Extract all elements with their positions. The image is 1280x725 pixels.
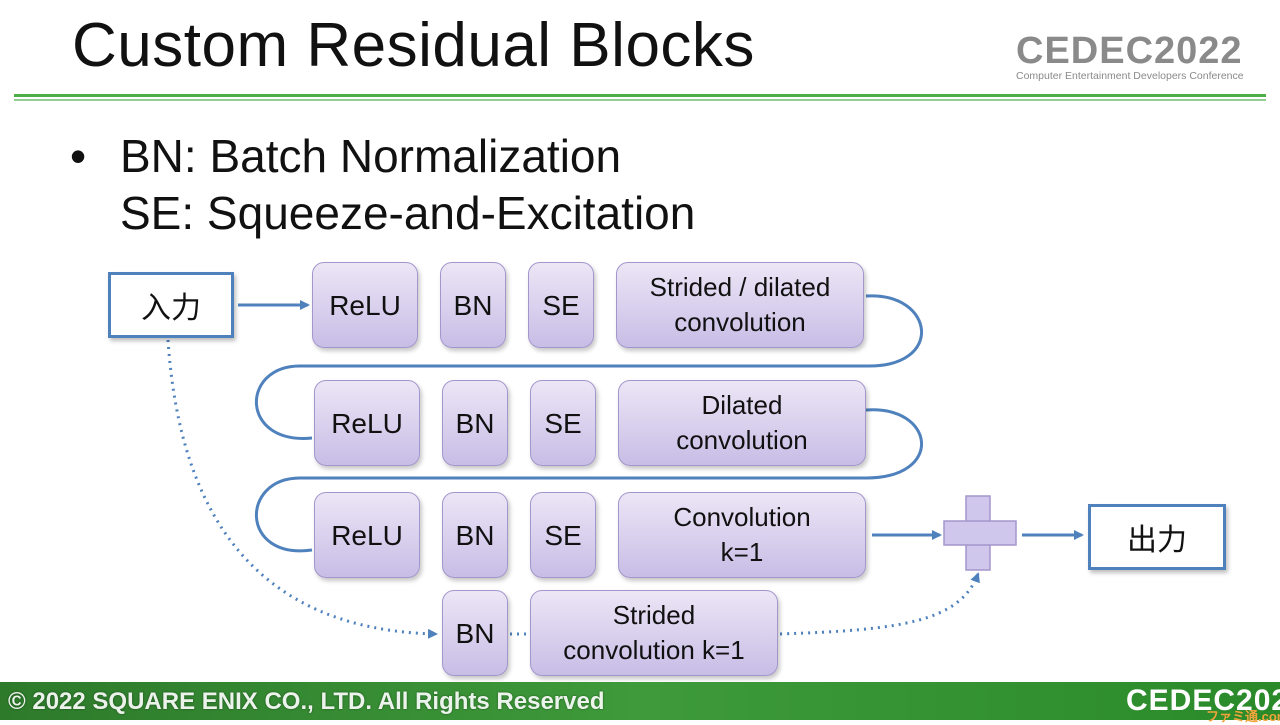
row3-relu-block: ReLU xyxy=(314,492,420,578)
row1-bn-block: BN xyxy=(440,262,506,348)
row1-se-block: SE xyxy=(528,262,594,348)
footer-logo: CEDEC2022 xyxy=(1126,684,1280,717)
row2-relu-block: ReLU xyxy=(314,380,420,466)
cedec-logo-subtitle: Computer Entertainment Developers Confer… xyxy=(1016,70,1244,82)
loop-row1-row2 xyxy=(254,294,923,440)
row1-relu-block: ReLU xyxy=(312,262,418,348)
slide-title: Custom Residual Blocks xyxy=(72,11,755,80)
row2-se-block: SE xyxy=(530,380,596,466)
shortcut-input-bn xyxy=(166,339,438,639)
cedec-logo: CEDEC2022 Computer Entertainment Develop… xyxy=(1016,30,1244,82)
watermark-text: ファミ通.com xyxy=(1206,709,1280,724)
plus-icon xyxy=(943,495,1017,571)
row2-conv-block: Dilated convolution xyxy=(618,380,866,466)
row2-bn-block: BN xyxy=(442,380,508,466)
row1-conv-block: Strided / dilated convolution xyxy=(616,262,864,348)
bullet-line-se: SE: Squeeze-and-Excitation xyxy=(120,187,696,239)
shortcut-conv-plus xyxy=(779,572,980,636)
row3-bn-block: BN xyxy=(442,492,508,578)
footer-bar: © 2022 SQUARE ENIX CO., LTD. All Rights … xyxy=(0,682,1280,724)
shortcut-bn-block: BN xyxy=(442,590,508,676)
copyright-text: © 2022 SQUARE ENIX CO., LTD. All Rights … xyxy=(8,688,605,715)
title-rule-bottom xyxy=(14,99,1266,101)
row3-conv-block: Convolution k=1 xyxy=(618,492,866,578)
bullet-line-bn: BN: Batch Normalization xyxy=(120,130,622,182)
bullet-dot: • xyxy=(70,130,87,182)
cedec-logo-text: CEDEC2022 xyxy=(1016,30,1243,72)
loop-row2-row3 xyxy=(254,408,923,553)
shortcut-conv-block: Strided convolution k=1 xyxy=(530,590,778,676)
input-box: 入力 xyxy=(108,272,234,338)
title-rule-top xyxy=(14,94,1266,97)
output-box: 出力 xyxy=(1088,504,1226,570)
row3-se-block: SE xyxy=(530,492,596,578)
bullet-list: • BN: Batch Normalization SE: Squeeze-an… xyxy=(70,128,695,242)
